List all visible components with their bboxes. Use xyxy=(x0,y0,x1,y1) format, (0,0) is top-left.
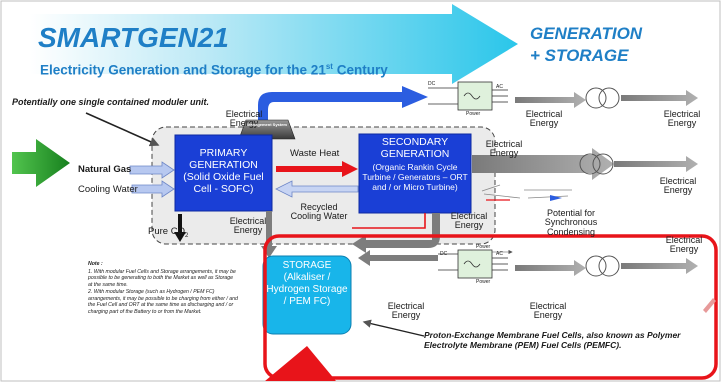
inverter-box-top xyxy=(457,81,493,111)
bottom-output-arrow-1 xyxy=(515,260,586,276)
pure-co2-text: Pure CO xyxy=(148,226,185,237)
inverter-box-bottom xyxy=(457,249,493,279)
secondary-generation-title: SECONDARY GENERATION xyxy=(380,136,450,161)
pure-co2-subscript: 2 xyxy=(184,232,189,239)
synchronous-condensing-label: Potential for Synchronous Condensing xyxy=(544,208,598,237)
transformer-mid-b xyxy=(592,153,614,175)
electrical-energy-label-r1: Electrical Energy xyxy=(525,109,563,129)
generation-heading-line2: + STORAGE xyxy=(530,46,629,65)
note-heading: Note : xyxy=(88,261,103,267)
pure-co2-label: Pure CO2 xyxy=(148,226,188,239)
secondary-generation-box xyxy=(358,133,472,214)
generation-heading-line1: GENERATION xyxy=(530,24,643,43)
transformer-bottom-b xyxy=(598,255,620,277)
bottom-output-arrow-2 xyxy=(621,258,698,274)
pencil-mark xyxy=(703,298,716,313)
header-arrow xyxy=(30,4,518,84)
note-item-2: 2. With modular Storage (such as Hydroge… xyxy=(88,289,238,315)
storage-label: STORAGE (Alkaliser / Hydrogen Storage / … xyxy=(266,260,348,307)
page-subtitle: Electricity Generation and Storage for t… xyxy=(40,62,388,78)
cooling-water-arrow xyxy=(131,180,175,198)
transformer-top-b xyxy=(598,87,620,109)
secondary-storage-line xyxy=(352,213,426,229)
red-triangle xyxy=(265,346,336,381)
module-pointer-line xyxy=(85,112,160,147)
wave-icon xyxy=(463,92,481,100)
pem-pointer-line xyxy=(362,319,425,337)
dc-label-top: DC xyxy=(428,81,436,87)
mid-output-arrow xyxy=(614,156,698,172)
natural-gas-arrow xyxy=(129,161,175,179)
co2-down-arrow xyxy=(174,214,186,242)
recycled-cooling-water-label: Recycled Cooling Water xyxy=(290,202,348,222)
electrical-energy-label-secondary: Electrical Energy xyxy=(450,211,488,231)
transformer-top-a xyxy=(585,87,607,109)
electrical-energy-label-top: Electrical Energy xyxy=(225,109,263,129)
synchronous-condensing-icon xyxy=(481,184,572,201)
storage-output-arrow xyxy=(358,250,438,266)
electrical-energy-label-primary: Electrical Energy xyxy=(229,216,267,236)
electrical-energy-label-r2: Electrical Energy xyxy=(663,109,701,129)
natural-gas-input-arrow xyxy=(12,139,70,187)
storage-box xyxy=(262,255,352,335)
primary-generation-box xyxy=(174,134,273,212)
top-output-arrow-2 xyxy=(621,90,698,106)
secondary-to-storage-arrow xyxy=(352,213,440,253)
ac-label-top: AC xyxy=(496,84,503,90)
management-system-shape xyxy=(238,119,296,140)
wave-icon-bottom xyxy=(463,260,481,268)
electrical-up-arrow xyxy=(258,86,428,140)
note-block: Note : 1. With modular Fuel Cells and St… xyxy=(88,261,238,316)
subtitle-end: Century xyxy=(332,62,388,78)
waste-heat-arrow xyxy=(276,161,358,177)
storage-highlight-outline xyxy=(263,234,718,380)
primary-generation-label: PRIMARY GENERATION (Solid Oxide Fuel Cel… xyxy=(183,147,264,196)
electrical-energy-label-r5: Electrical Energy xyxy=(387,301,425,321)
electrical-energy-label-r4: Electrical Energy xyxy=(665,235,703,255)
top-output-arrow-1 xyxy=(515,92,586,108)
subtitle-main: Electricity Generation and Storage for t… xyxy=(40,62,326,78)
pem-caption: Proton-Exchange Membrane Fuel Cells, als… xyxy=(424,330,681,350)
subtitle-sup: st xyxy=(325,62,333,71)
secondary-output-arrow xyxy=(472,148,614,180)
electrical-energy-label-r3: Electrical Energy xyxy=(659,176,697,196)
power-label-bottom-a: Power xyxy=(476,244,491,250)
electrical-energy-label-r6: Electrical Energy xyxy=(529,301,567,321)
natural-gas-label: Natural Gas xyxy=(78,164,132,175)
dc-label-bottom: DC xyxy=(440,251,448,257)
page-title: SMARTGEN21 xyxy=(38,22,229,53)
power-label-top: Power xyxy=(466,111,481,117)
transformer-bottom-a xyxy=(585,255,607,277)
power-label-bottom-b: Power xyxy=(476,279,491,285)
electrical-energy-label-secondary-out: Electrical Energy xyxy=(485,139,523,159)
transformer-mid-a xyxy=(579,153,601,175)
ac-label-bottom: AC xyxy=(496,251,503,257)
cooling-water-label: Cooling Water xyxy=(78,184,138,195)
secondary-generation-body: (Organic Rankin Cycle Turbine / Generato… xyxy=(362,162,468,193)
waste-heat-label: Waste Heat xyxy=(290,148,340,159)
module-note: Potentially one single contained moduler… xyxy=(12,97,210,107)
management-system-label: Management System xyxy=(247,122,287,127)
note-item-1: 1. With modular Fuel Cells and Storage a… xyxy=(88,268,236,288)
recycled-cooling-water-arrow xyxy=(275,180,359,198)
